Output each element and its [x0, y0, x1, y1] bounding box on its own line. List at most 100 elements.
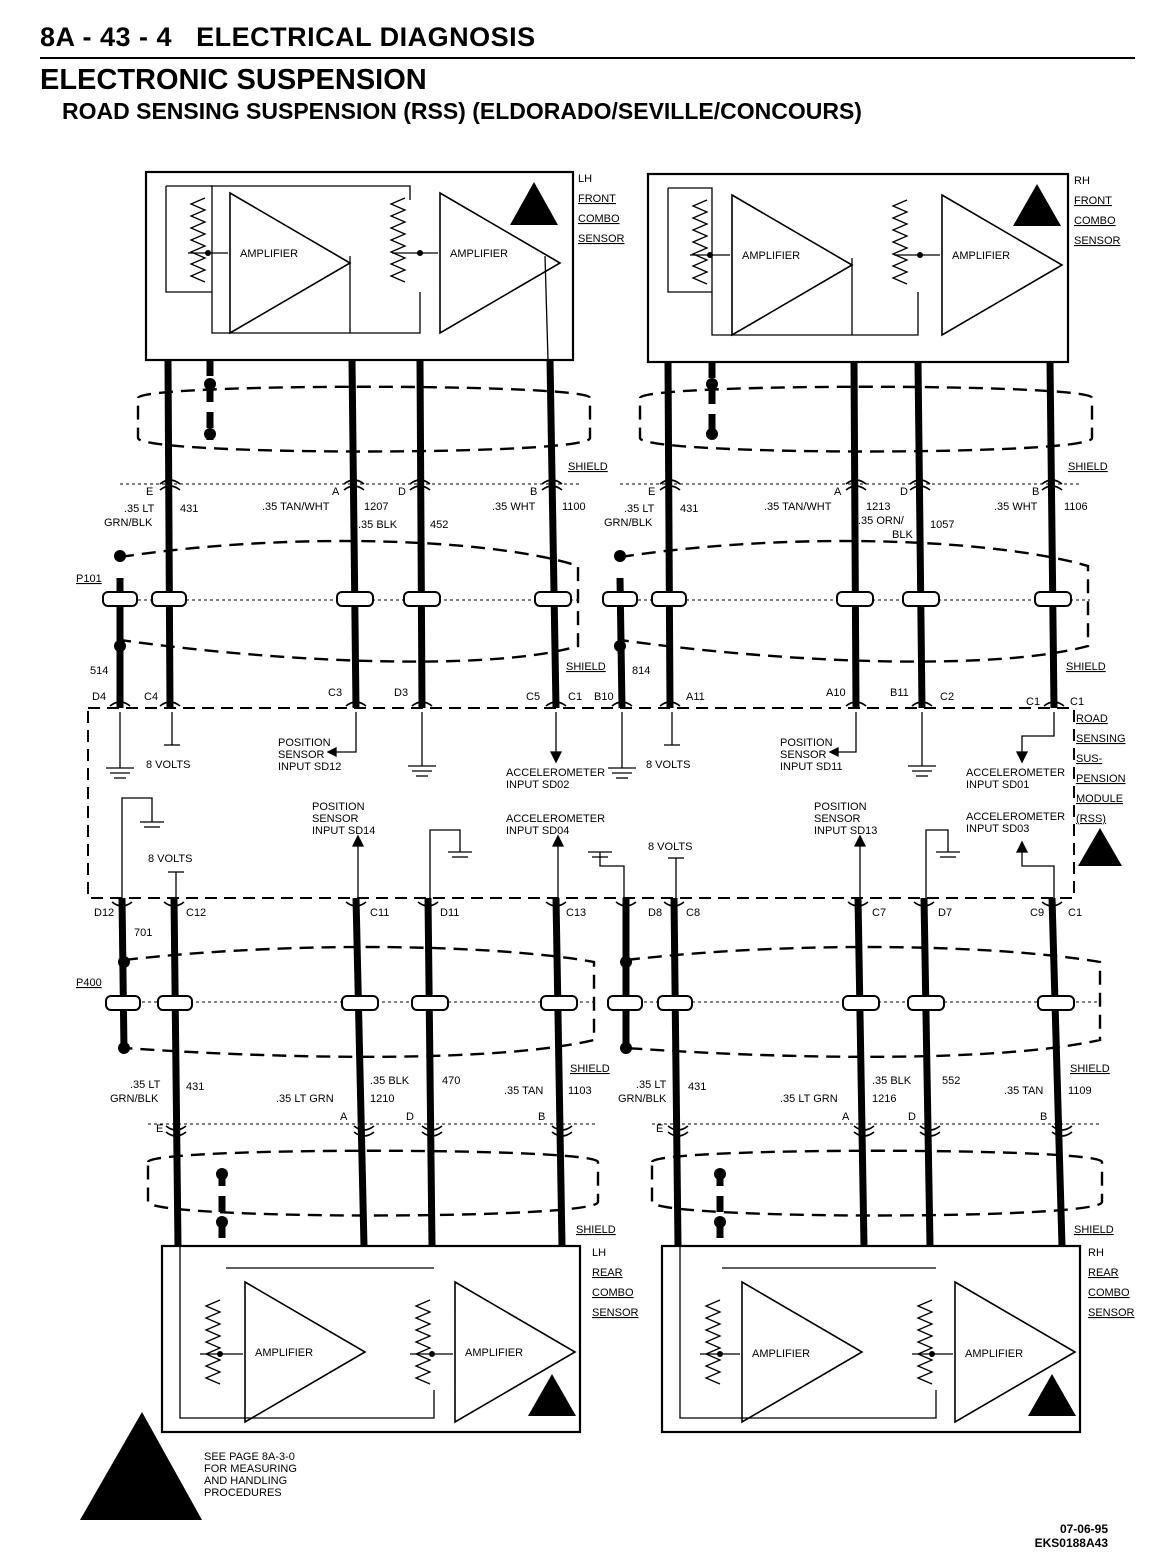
sensor-label-line: SENSOR [1088, 1307, 1135, 1319]
pin-id: C5 [526, 691, 540, 703]
signal-label: SENSOR [780, 749, 827, 761]
section-title: ELECTRICAL DIAGNOSIS [196, 22, 536, 52]
module-label-line: PENSION [1076, 773, 1126, 785]
signal-label: ACCELEROMETER [506, 767, 605, 779]
sensor-labels: LH FRONT COMBO SENSOR RH FRONT COMBO SEN… [578, 173, 1135, 1319]
wires [116, 359, 1066, 1247]
inline-connectors [102, 591, 1075, 1011]
shield-bundles [119, 385, 1104, 1217]
esd-icon [1078, 828, 1122, 866]
lh-front-combo-sensor [144, 170, 575, 362]
module-label-line: MODULE [1076, 793, 1123, 805]
wire-color: .35 TAN/WHT [262, 501, 330, 513]
sensor-label-line: SENSOR [1074, 235, 1121, 247]
signal-label: POSITION [780, 737, 833, 749]
sensor-label-line: FRONT [578, 193, 616, 205]
wire-color: .35 LT [124, 503, 155, 515]
wire-color: .35 ORN/ [858, 515, 905, 527]
amplifier-labels: AMPLIFIER AMPLIFIER AMPLIFIER AMPLIFIER … [240, 248, 1023, 1360]
pin-letter: E [146, 486, 153, 498]
wire-color: .35 LT [130, 1079, 161, 1091]
amp-label: AMPLIFIER [742, 250, 800, 262]
wire-color: .35 BLK [370, 1075, 410, 1087]
pin-letter: B [1032, 486, 1039, 498]
circuit-number: 1100 [562, 501, 586, 513]
wire-color: BLK [892, 529, 913, 541]
signal-label: INPUT SD12 [278, 761, 341, 773]
amp-label: AMPLIFIER [952, 250, 1010, 262]
signal-label: INPUT SD11 [780, 761, 843, 773]
amp-label: AMPLIFIER [450, 248, 508, 260]
page-header: 8A - 43 - 4 ELECTRICAL DIAGNOSIS [40, 22, 536, 53]
pin-letter: B [1040, 1111, 1047, 1123]
circuit-number: 1213 [866, 501, 890, 513]
esd-note-line: SEE PAGE 8A-3-0 [204, 1451, 295, 1463]
wire-color: GRN/BLK [618, 1093, 667, 1105]
pin-id: C4 [144, 691, 158, 703]
pin-id: C1 [1026, 696, 1040, 708]
pin-id: C1 [1068, 907, 1082, 919]
pin-id: C1 [568, 691, 582, 703]
pin-id: C11 [370, 907, 389, 919]
sensor-label-line: COMBO [1074, 215, 1116, 227]
pin-letter: A [340, 1111, 348, 1123]
wire-color: .35 TAN [1004, 1085, 1043, 1097]
wire-color: .35 BLK [872, 1075, 912, 1087]
supply-label: 8 VOLTS [148, 853, 192, 865]
supply-label: 8 VOLTS [146, 759, 190, 771]
circuit-number: 514 [90, 665, 108, 677]
esd-note-line: PROCEDURES [204, 1487, 282, 1499]
esd-hand-icon [80, 1412, 202, 1520]
circuit-number: 431 [680, 503, 698, 515]
wire-color: GRN/BLK [604, 517, 653, 529]
circuit-number: 452 [430, 519, 448, 531]
wire-color: GRN/BLK [104, 517, 153, 529]
footer-date: 07-06-95 [1059, 1522, 1108, 1536]
pin-letter: D [398, 486, 406, 498]
signal-label: SENSOR [814, 813, 861, 825]
pin-chevrons [109, 479, 1073, 1137]
pin-letter: E [648, 486, 655, 498]
module-label-line: (RSS) [1076, 813, 1106, 825]
signal-label: INPUT SD01 [966, 779, 1029, 791]
circuit-number: 1106 [1064, 501, 1088, 513]
module-label-line: SENSING [1076, 733, 1126, 745]
shield-label: SHIELD [1074, 1224, 1114, 1236]
circuit-number: 1216 [872, 1093, 896, 1105]
pin-id: B11 [890, 687, 909, 699]
pin-id: D3 [394, 687, 408, 699]
circuit-number: 431 [180, 503, 198, 515]
sensor-label-line: REAR [592, 1267, 623, 1279]
amp-label: AMPLIFIER [752, 1348, 810, 1360]
sensor-label-line: FRONT [1074, 195, 1112, 207]
footer-code: EKS0188A43 [1034, 1536, 1108, 1550]
shield-label: SHIELD [566, 661, 606, 673]
signal-label: INPUT SD04 [506, 825, 569, 837]
supply-label: 8 VOLTS [646, 759, 690, 771]
pin-letter: E [156, 1123, 163, 1135]
pin-id: D4 [92, 691, 106, 703]
shield-label: SHIELD [1066, 661, 1106, 673]
circuit-number: 1207 [364, 501, 388, 513]
sensor-label-line: REAR [1088, 1267, 1119, 1279]
signal-label: INPUT SD02 [506, 779, 569, 791]
wire-color: .35 LT [624, 503, 655, 515]
pin-id: A11 [686, 691, 705, 703]
circuit-number: 1109 [1068, 1085, 1092, 1097]
signal-label: ACCELEROMETER [966, 767, 1065, 779]
module-internals [106, 712, 1055, 898]
sensor-label-line: SENSOR [592, 1307, 639, 1319]
connector-label: P101 [76, 573, 102, 585]
signal-label: ACCELEROMETER [966, 811, 1065, 823]
page-subtitle: ROAD SENSING SUSPENSION (RSS) (ELDORADO/… [62, 98, 862, 124]
connector-dashed-lines [120, 483, 1102, 1125]
pin-letter: D [908, 1111, 916, 1123]
shield-label: SHIELD [570, 1063, 610, 1075]
sensor-label-line: COMBO [592, 1287, 634, 1299]
pin-id: C2 [940, 691, 954, 703]
signal-label: SENSOR [312, 813, 359, 825]
page-title: ELECTRONIC SUSPENSION [40, 64, 427, 96]
signal-label: INPUT SD03 [966, 823, 1029, 835]
circuit-number: 1103 [568, 1085, 592, 1097]
